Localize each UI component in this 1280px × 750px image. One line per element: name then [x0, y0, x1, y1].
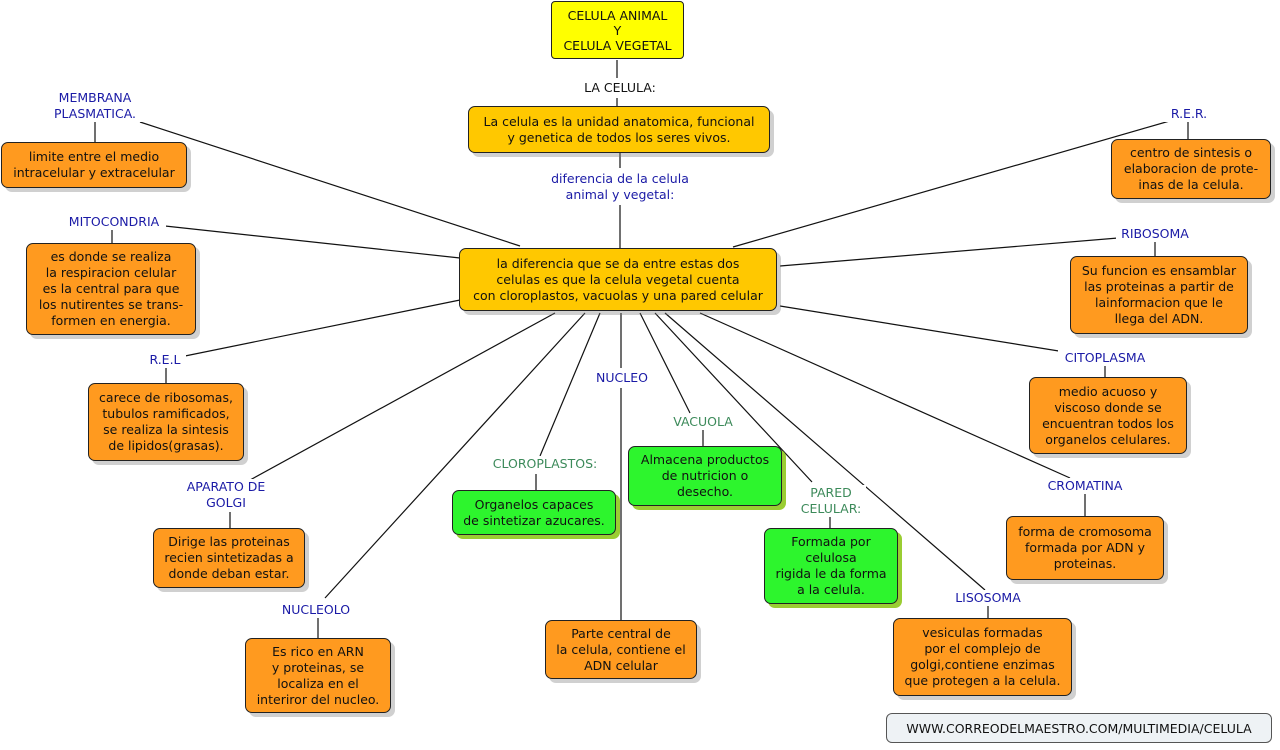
box-ribosoma: Su funcion es ensamblar las proteinas a …: [1070, 256, 1248, 334]
label-golgi: APARATO DE GOLGI: [180, 479, 272, 511]
box-cloroplastos: Organelos capaces de sintetizar azucares…: [452, 490, 616, 535]
box-rel: carece de ribosomas, tubulos ramificados…: [88, 383, 244, 461]
box-membrana: limite entre el medio intracelular y ext…: [1, 142, 187, 188]
label-nucleolo: NUCLEOLO: [277, 602, 355, 618]
label-nucleo: NUCLEO: [592, 370, 652, 386]
label-citoplasma: CITOPLASMA: [1058, 350, 1152, 366]
source-url-link[interactable]: WWW.CORREODELMAESTRO.COM/MULTIMEDIA/CELU…: [886, 713, 1272, 743]
box-golgi: Dirige las proteinas recien sintetizadas…: [153, 528, 305, 588]
label-ribosoma: RIBOSOMA: [1116, 226, 1194, 242]
box-lisosoma: vesiculas formadas por el complejo de go…: [893, 618, 1072, 696]
label-vacuola: VACUOLA: [668, 414, 738, 430]
label-cromatina: CROMATINA: [1040, 478, 1130, 494]
central-box: la diferencia que se da entre estas dos …: [459, 248, 777, 311]
box-nucleolo: Es rico en ARN y proteinas, se localiza …: [245, 638, 391, 713]
box-nucleo: Parte central de la celula, contiene el …: [545, 620, 697, 679]
link-label-la-celula: LA CELULA:: [578, 80, 662, 96]
label-lisosoma: LISOSOMA: [950, 590, 1026, 606]
label-mitocondria: MITOCONDRIA: [62, 214, 166, 230]
box-vacuola: Almacena productos de nutricion o desech…: [628, 446, 782, 506]
box-rer: centro de sintesis o elaboracion de prot…: [1111, 139, 1271, 199]
box-citoplasma: medio acuoso y viscoso donde se encuentr…: [1029, 377, 1187, 454]
title-box: CELULA ANIMAL Y CELULA VEGETAL: [551, 1, 684, 59]
label-rer: R.E.R.: [1162, 106, 1216, 122]
box-cromatina: forma de cromosoma formada por ADN y pro…: [1006, 516, 1164, 580]
label-pared: PARED CELULAR:: [796, 485, 866, 517]
link-label-diferencia: diferencia de la celula animal y vegetal…: [538, 171, 702, 203]
label-cloroplastos: CLOROPLASTOS:: [487, 456, 603, 472]
label-rel: R.E.L: [144, 352, 186, 368]
box-pared: Formada por celulosa rigida le da forma …: [764, 528, 898, 604]
box-mitocondria: es donde se realiza la respiracion celul…: [26, 243, 196, 335]
label-membrana: MEMBRANA PLASMATICA.: [48, 90, 142, 122]
definition-box: La celula es la unidad anatomica, funcio…: [468, 106, 770, 153]
